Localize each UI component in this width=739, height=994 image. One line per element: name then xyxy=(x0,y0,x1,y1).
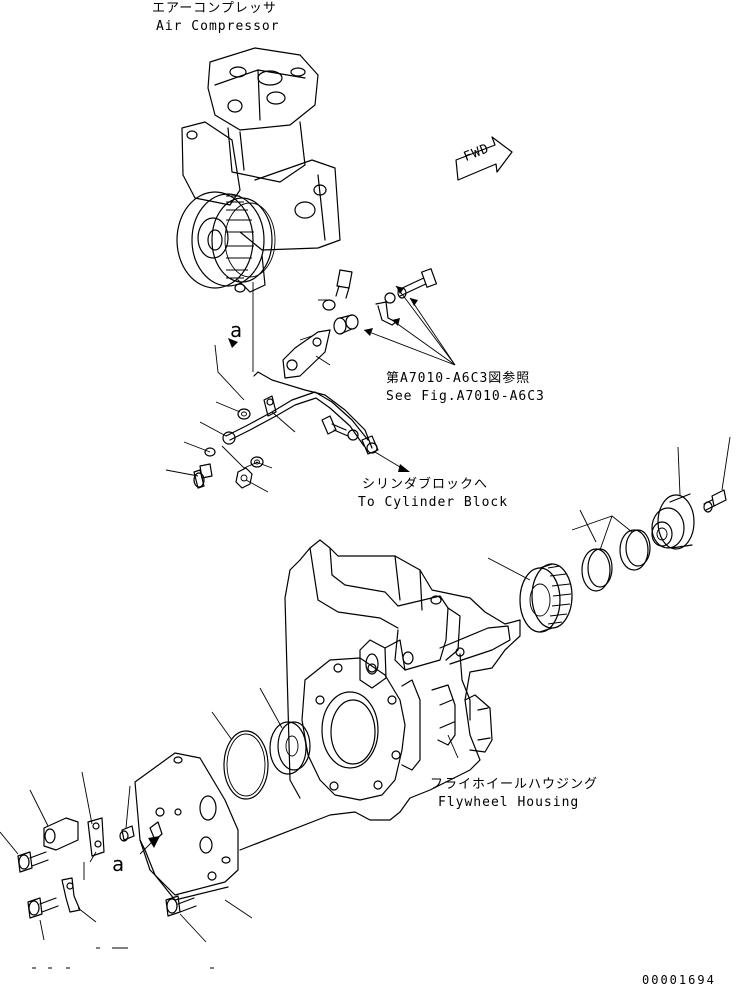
seal-drawing xyxy=(269,721,311,775)
collars-drawing xyxy=(581,529,651,592)
small-parts-bottom-drawing xyxy=(17,817,197,919)
flywheel-housing-drawing xyxy=(239,539,521,851)
cover-plate-drawing xyxy=(134,752,239,901)
leader-lines xyxy=(0,282,731,943)
cylinder-block-label-en: To Cylinder Block xyxy=(358,495,509,510)
see-fig-label-en: See Fig.A7010-A6C3 xyxy=(386,389,545,404)
air-compressor-label-en: Air Compressor xyxy=(156,19,280,34)
see-fig-label-jp: 第A7010-A6C3図参照 xyxy=(386,371,531,386)
air-compressor-label-jp: エアーコンプレッサ xyxy=(152,1,277,16)
o-ring-drawing xyxy=(223,730,269,800)
tube-assembly-drawing xyxy=(193,268,438,489)
end-cap-drawing xyxy=(651,489,727,550)
arrow-heads xyxy=(148,286,418,848)
air-compressor-drawing xyxy=(176,47,341,293)
reference-a-top: a xyxy=(230,318,243,342)
flywheel-housing-label-en: Flywheel Housing xyxy=(438,795,580,810)
cylinder-block-label-jp: シリンダブロックへ xyxy=(362,477,489,492)
fwd-arrow-shape xyxy=(455,136,513,181)
drive-gear-drawing xyxy=(519,563,573,633)
flywheel-housing-label-jp: フライホイールハウジング xyxy=(430,777,599,792)
reference-a-bottom: a xyxy=(112,852,125,876)
drawing-number: 00001694 xyxy=(642,973,716,987)
bottom-dashes xyxy=(32,947,214,969)
